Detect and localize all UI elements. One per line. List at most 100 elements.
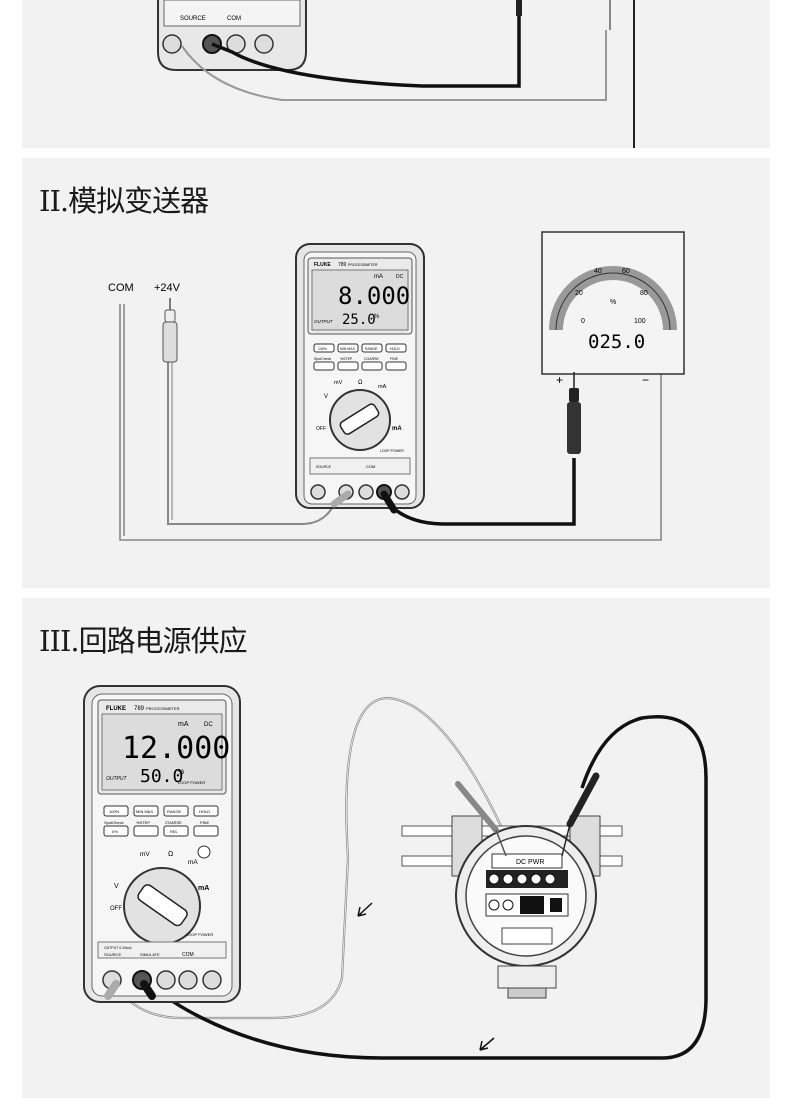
m3-unit-dc: DC (204, 722, 213, 728)
m2-buttons: 100% MIN MAX RANGE HOLD SpotCheck %STEP … (313, 343, 407, 371)
panel-section-2: II.模拟变送器 COM +24V FLUKE 789 (22, 158, 770, 588)
m3-btn-0[interactable] (103, 825, 129, 837)
gauge-reading: 025.0 (588, 331, 645, 353)
gauge-tick-0: 0 (581, 318, 585, 325)
svg-text:MIN MAX: MIN MAX (340, 347, 356, 351)
s1-com-label: COM (227, 16, 241, 22)
panel-section-3: III.回路电源供应 DC PWR (22, 598, 770, 1098)
svg-text:RANGE: RANGE (365, 347, 378, 351)
svg-text:FINE: FINE (390, 357, 399, 361)
svg-text:HOLD: HOLD (199, 809, 210, 814)
meter-2: FLUKE 789 PROCESSMETER mA DC 8.000 OUTPU… (295, 243, 425, 509)
m2-com-label: COM (366, 464, 375, 469)
m3-dial-ma: mA (188, 859, 198, 866)
m2-btn-rel[interactable] (361, 361, 383, 371)
m2-dial-ma2: mA (392, 426, 402, 432)
m3-brand: FLUKE (106, 706, 126, 712)
m3-btn-minmax[interactable] (133, 805, 159, 817)
m2-brand: FLUKE (314, 262, 331, 268)
m2-output-reading: 25.0 (342, 312, 376, 328)
gauge-tick-80: 80 (640, 290, 648, 297)
gauge-minus: − (642, 373, 649, 387)
m2-dial-v: V (324, 394, 328, 400)
svg-text:MIN MAX: MIN MAX (136, 809, 153, 814)
m3-percent: % (178, 769, 184, 776)
svg-text:%STEP: %STEP (136, 820, 150, 825)
svg-text:COARSE: COARSE (364, 357, 379, 361)
m2-loop-power: LOOP POWER (380, 449, 404, 453)
m3-output-range: OUTPUT 0-20mA (104, 946, 132, 950)
probe-black (567, 372, 581, 454)
m2-output-label: OUTPUT (314, 319, 334, 324)
svg-text:REL: REL (170, 829, 179, 834)
svg-text:COARSE: COARSE (165, 820, 182, 825)
m3-btn-range[interactable] (163, 805, 189, 817)
gauge-unit: % (610, 299, 616, 306)
m3-dial-ohm: Ω (168, 851, 173, 858)
m3-jacks (102, 970, 222, 990)
m3-dial-off: OFF (110, 906, 122, 912)
m2-btn-fine[interactable] (385, 361, 407, 371)
svg-text:SpotCheck: SpotCheck (314, 357, 331, 361)
m2-unit-dc: DC (396, 274, 404, 280)
m3-btn-100[interactable] (103, 805, 129, 817)
m3-buttons: 100% MIN MAX RANGE HOLD SpotCheck %STEP … (103, 805, 219, 837)
probe-24v (162, 298, 178, 363)
svg-text:RANGE: RANGE (167, 809, 182, 814)
m2-dial-off: OFF (316, 426, 326, 432)
m2-model: 789 (338, 262, 347, 268)
m3-dial-ma2: mA (198, 885, 209, 892)
m3-simulate: SIMULATE (140, 952, 160, 957)
section-3-title: III.回路电源供应 (39, 624, 248, 658)
m2-percent: % (374, 314, 380, 320)
gauge-tick-100: 100 (634, 318, 646, 325)
m3-loop-power-lcd: LOOP POWER (178, 780, 205, 785)
svg-text:100%: 100% (109, 809, 120, 814)
m3-dial-mv: mV (140, 851, 150, 858)
m2-subtitle: PROCESSMETER (348, 263, 378, 267)
m2-dial-ohm: Ω (358, 380, 363, 386)
section-3-diagram: DC PWR (83, 685, 708, 1060)
meter-3: FLUKE 789 PROCESSMETER mA DC 12.000 OUTP… (83, 685, 241, 1003)
svg-text:100%: 100% (318, 347, 327, 351)
m2-dial-ma: mA (378, 384, 387, 390)
section-2-title: II.模拟变送器 (39, 184, 209, 218)
gauge-tick-60: 60 (622, 268, 630, 275)
m3-btn-rel[interactable] (163, 825, 189, 837)
m3-com-label: COM (182, 952, 194, 958)
label-24v: +24V (154, 282, 181, 294)
m2-btn-0[interactable] (313, 361, 335, 371)
terminal-label: DC PWR (516, 859, 544, 866)
indicator-gauge: 0 20 40 60 80 100 % 025.0 (541, 231, 685, 375)
m2-btn-minmax[interactable] (337, 343, 359, 353)
m2-dial-mv: mV (334, 380, 343, 386)
m2-btn-range[interactable] (361, 343, 383, 353)
m3-loop-power: LOOP POWER (186, 932, 213, 937)
transmitter: DC PWR (451, 815, 601, 999)
label-com: COM (108, 282, 134, 294)
gauge-plus: + (556, 373, 563, 387)
svg-text:%STEP: %STEP (340, 357, 353, 361)
m3-unit-ma: mA (178, 721, 189, 728)
m2-btn-hold[interactable] (385, 343, 407, 353)
gauge-tick-40: 40 (594, 268, 602, 275)
m3-output-label: OUTPUT (106, 776, 128, 782)
m3-dial-v: V (114, 883, 119, 890)
m3-btn-step[interactable] (133, 825, 159, 837)
m3-model: 789 (134, 706, 145, 712)
m3-source: SOURCE (104, 952, 121, 957)
m3-btn-hold[interactable] (193, 805, 219, 817)
s1-source-label: SOURCE (180, 16, 206, 22)
m2-source: SOURCE (316, 465, 332, 469)
m2-main-reading: 8.000 (338, 282, 410, 310)
m3-btn-fine[interactable] (193, 825, 219, 837)
svg-text:0%: 0% (112, 829, 118, 834)
svg-text:SpotCheck: SpotCheck (104, 820, 124, 825)
m3-output-reading: 50.0 (140, 766, 183, 787)
m2-btn-step[interactable] (337, 361, 359, 371)
svg-text:HOLD: HOLD (390, 347, 400, 351)
m3-main-reading: 12.000 (122, 731, 230, 766)
m2-btn-100[interactable] (313, 343, 335, 353)
m2-unit-ma: mA (374, 274, 383, 280)
